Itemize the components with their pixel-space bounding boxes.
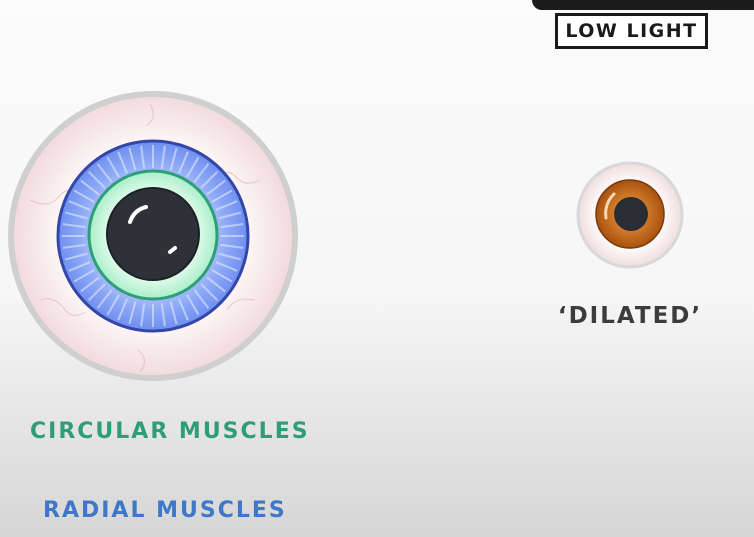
radial-fiber — [140, 145, 146, 169]
top-bar — [532, 0, 754, 10]
radial-fiber — [87, 283, 106, 302]
radial-fiber — [186, 156, 200, 178]
radial-fiber — [169, 301, 178, 325]
radial-fiber — [73, 189, 95, 203]
circular-muscles-label: CIRCULAR MUSCLES — [30, 419, 310, 444]
radial-fiber — [193, 163, 210, 183]
small-eye — [576, 161, 684, 269]
radial-fiber — [96, 163, 113, 183]
radial-fiber — [80, 276, 100, 293]
radial-fiber — [106, 294, 120, 316]
radial-fiber — [218, 211, 242, 220]
dilated-label: ‘DILATED’ — [557, 303, 703, 329]
radial-fiber — [117, 298, 128, 321]
radial-fiber — [215, 200, 238, 211]
radial-fiber — [106, 156, 120, 178]
radial-fiber — [211, 189, 233, 203]
radial-fiber — [178, 298, 189, 321]
pupil-highlight — [128, 205, 148, 224]
small-eye-highlight — [604, 192, 616, 220]
small-pupil — [614, 197, 648, 231]
radial-fiber — [73, 269, 95, 283]
radial-fiber — [186, 294, 200, 316]
pupil-highlight-small — [168, 246, 177, 254]
radial-fiber — [128, 147, 137, 171]
radial-muscles-label: RADIAL MUSCLES — [43, 498, 287, 523]
radial-fiber — [96, 289, 113, 309]
radial-fiber — [160, 303, 166, 327]
radial-fiber — [62, 243, 86, 249]
radial-fiber — [87, 170, 106, 189]
radial-fiber — [220, 223, 244, 229]
radial-fiber — [64, 211, 88, 220]
radial-fiber — [80, 179, 100, 196]
radial-fiber — [206, 179, 226, 196]
radial-fiber — [68, 261, 91, 272]
radial-fiber — [128, 301, 137, 325]
radial-fiber — [62, 223, 86, 229]
radial-fiber — [211, 269, 233, 283]
radial-fiber — [200, 170, 219, 189]
radial-fiber — [193, 289, 210, 309]
low-light-badge: LOW LIGHT — [555, 13, 708, 49]
radial-fiber — [200, 283, 219, 302]
radial-fiber — [206, 276, 226, 293]
radial-fiber — [64, 252, 88, 261]
radial-fiber — [218, 252, 242, 261]
radial-fiber — [169, 147, 178, 171]
pupil — [106, 187, 200, 281]
radial-fiber — [117, 151, 128, 174]
radial-fiber — [215, 261, 238, 272]
radial-fiber — [68, 200, 91, 211]
radial-fiber — [140, 303, 146, 327]
large-eye — [8, 91, 298, 381]
radial-fibers — [62, 145, 244, 327]
radial-fiber — [220, 243, 244, 249]
radial-fiber — [160, 145, 166, 169]
radial-fiber — [178, 151, 189, 174]
